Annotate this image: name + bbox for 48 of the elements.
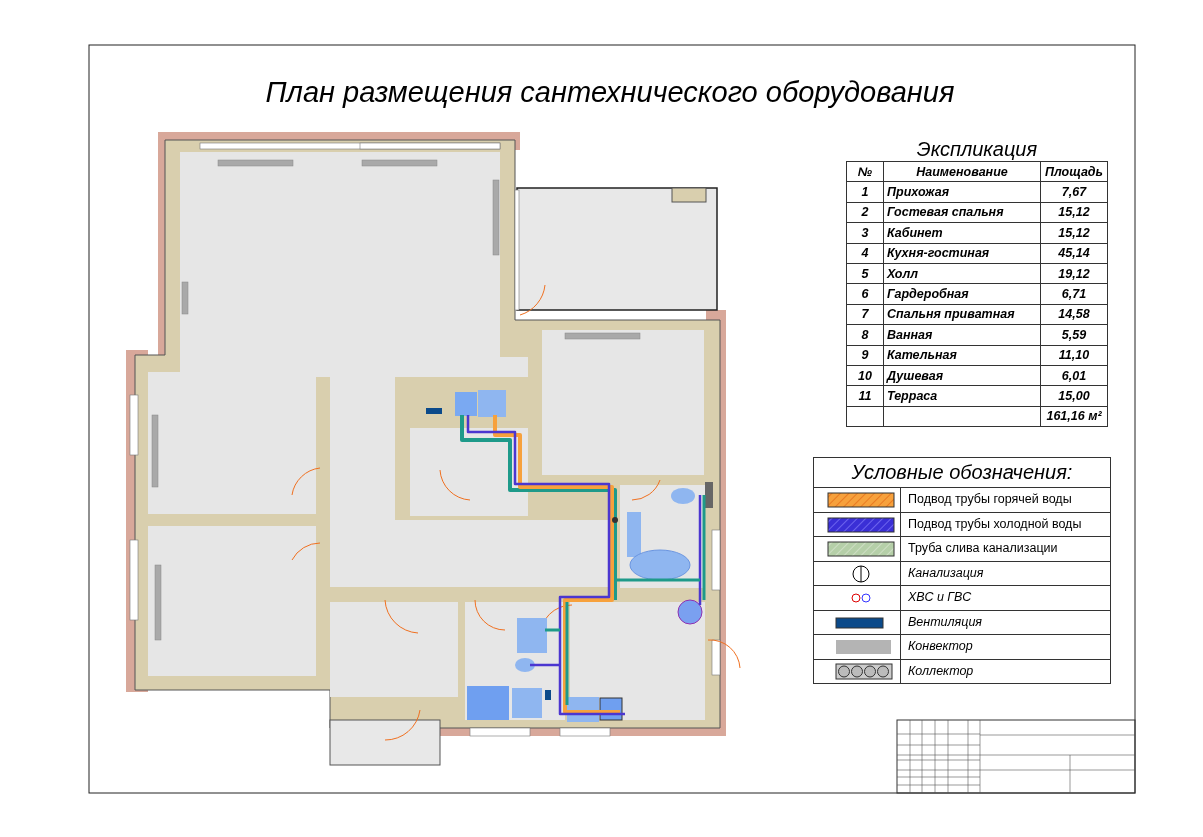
table-cell: Спальня приватная <box>883 304 1041 325</box>
table-title: Экспликация <box>915 138 1039 161</box>
legend-text: ХВС и ГВС <box>908 590 972 604</box>
table-cell: 2 <box>846 202 884 223</box>
table-cell: 45,14 <box>1040 243 1108 264</box>
legend-text: Подвод трубы холодной воды <box>908 516 1082 531</box>
table-cell: Кательная <box>883 345 1041 366</box>
legend-text: Вентиляция <box>908 614 983 629</box>
table-cell: Гардеробная <box>883 283 1041 305</box>
table-cell: 15,00 <box>1040 385 1108 407</box>
table-cell: 15,12 <box>1040 222 1108 244</box>
table-cell: 1 <box>846 181 884 203</box>
table-cell: 15,12 <box>1040 202 1108 223</box>
table-cell: 11 <box>846 385 884 407</box>
legend-text: Коллектор <box>908 663 974 678</box>
legend-text: Конвектор <box>908 639 973 653</box>
table-cell: Терраса <box>883 385 1041 407</box>
table-cell: Ванная <box>883 324 1041 345</box>
table-cell: 9 <box>846 345 884 366</box>
table-cell: Прихожая <box>883 181 1041 203</box>
table-cell: 6 <box>846 283 884 305</box>
table-cell: 7 <box>846 304 884 325</box>
table-cell: 6,71 <box>1040 283 1108 305</box>
table-cell: 19,12 <box>1040 263 1108 284</box>
table-cell: 10 <box>846 365 884 386</box>
table-cell: 11,10 <box>1040 345 1108 366</box>
table-cell: 14,58 <box>1040 304 1108 325</box>
table-cell: 7,67 <box>1040 181 1108 203</box>
table-cell: Кабинет <box>883 222 1041 244</box>
table-cell: 4 <box>846 243 884 264</box>
table-cell: 6,01 <box>1040 365 1108 386</box>
table-cell: 3 <box>846 222 884 244</box>
table-header: Наименование <box>883 161 1041 182</box>
legend-text: Подвод трубы горячей воды <box>908 492 1072 506</box>
legend-text: Канализация <box>908 565 984 580</box>
table-cell: 5,59 <box>1040 324 1108 345</box>
table-header: Площадь <box>1040 161 1108 182</box>
table-cell: 161,16 м² <box>1040 406 1108 427</box>
table-cell: Кухня-гостиная <box>883 243 1041 264</box>
table-cell: Холл <box>883 263 1041 284</box>
table-cell: Гостевая спальня <box>883 202 1041 223</box>
table-header: № <box>846 161 884 182</box>
table-cell: 8 <box>846 324 884 345</box>
table-cell: Душевая <box>883 365 1041 386</box>
diagram-title: План размещения сантехнического оборудования <box>264 76 956 109</box>
legend-title: Условные обозначения: <box>814 458 1110 488</box>
table-cell: 5 <box>846 263 884 284</box>
legend-text: Труба слива канализации <box>908 541 1058 555</box>
